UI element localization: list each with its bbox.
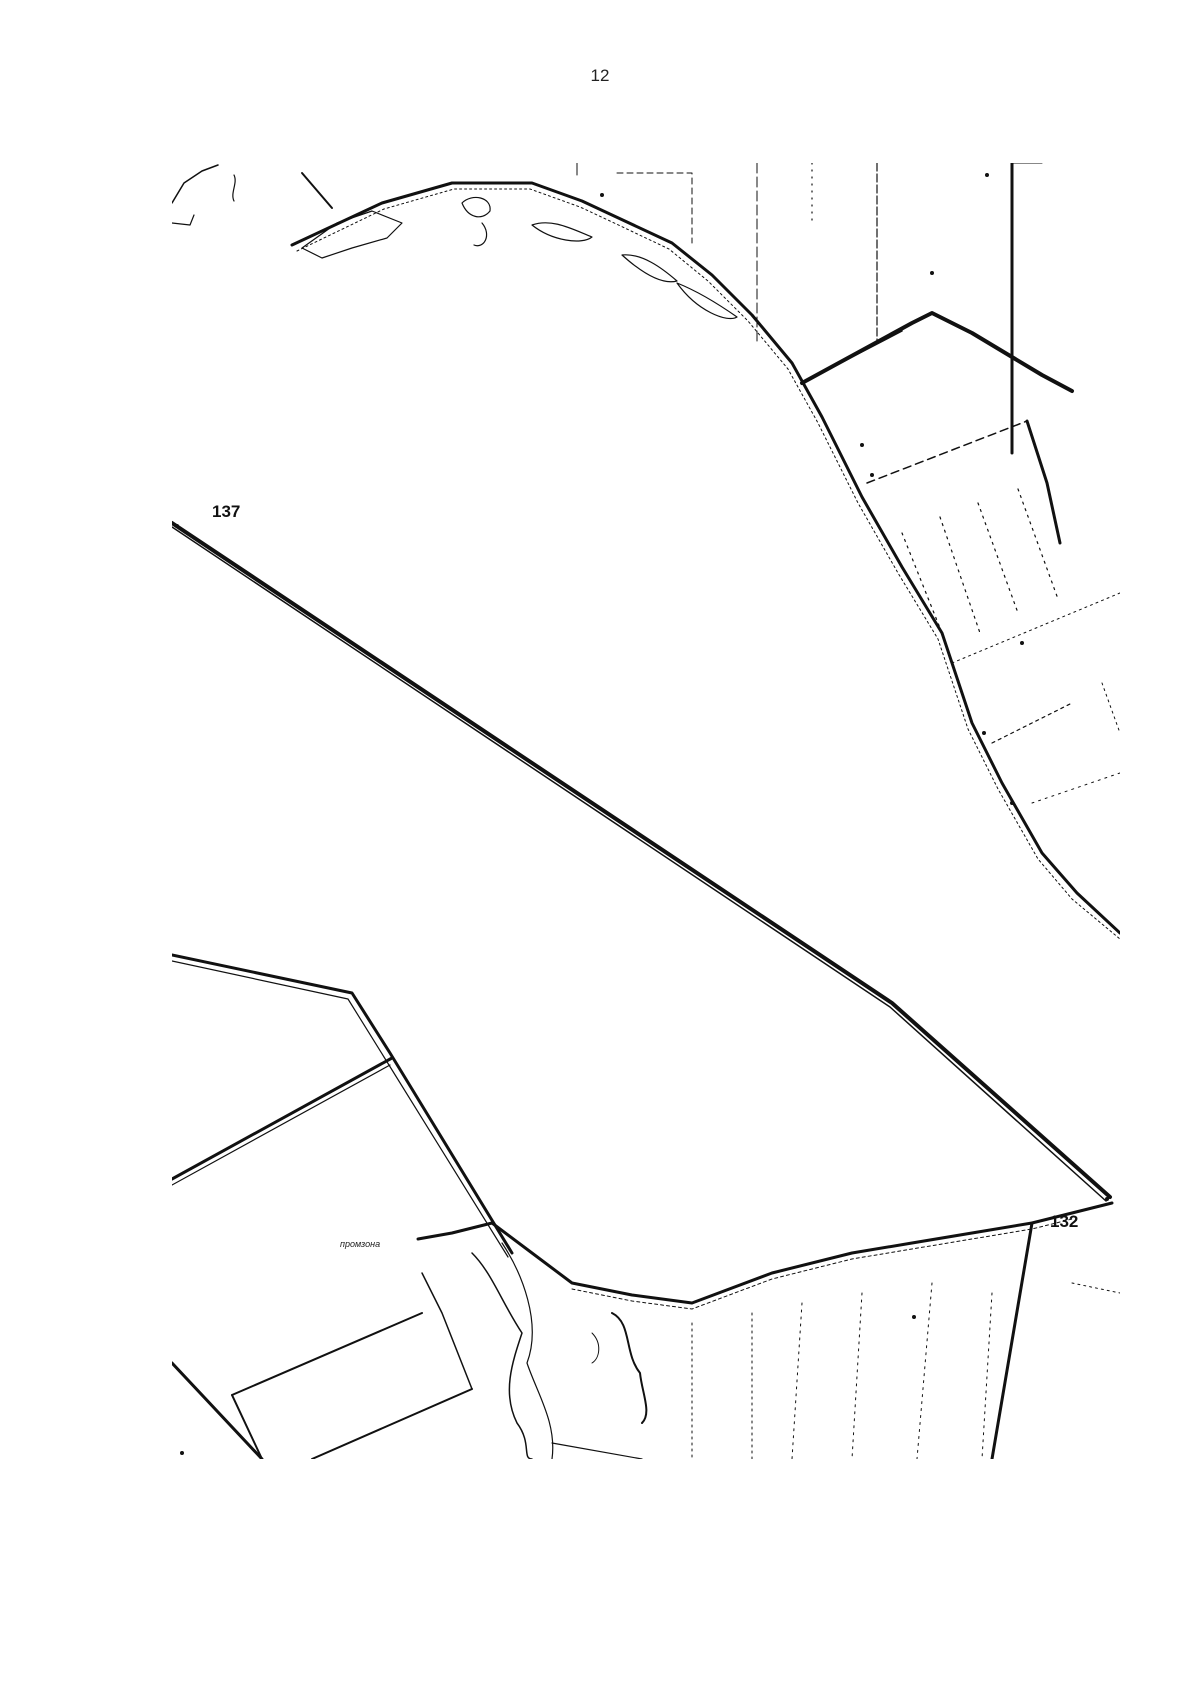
wetland-northwest bbox=[301, 210, 403, 259]
point-label-137: 137 bbox=[212, 502, 240, 521]
map-fragment: 137 132 промзона bbox=[172, 163, 1120, 1459]
survey-points bbox=[175, 173, 1109, 1455]
river-bank-south bbox=[416, 1201, 1114, 1305]
point-label-132: 132 bbox=[1050, 1212, 1078, 1231]
river-bank-north bbox=[290, 181, 1120, 935]
map-drawing: 137 132 промзона bbox=[172, 163, 1120, 1459]
road-west bbox=[172, 953, 514, 1255]
area-label-promzona: промзона bbox=[340, 1239, 380, 1249]
page-number: 12 bbox=[590, 66, 610, 85]
ravine-south bbox=[471, 1252, 533, 1459]
boundary-line-137-132 bbox=[172, 521, 1112, 1199]
